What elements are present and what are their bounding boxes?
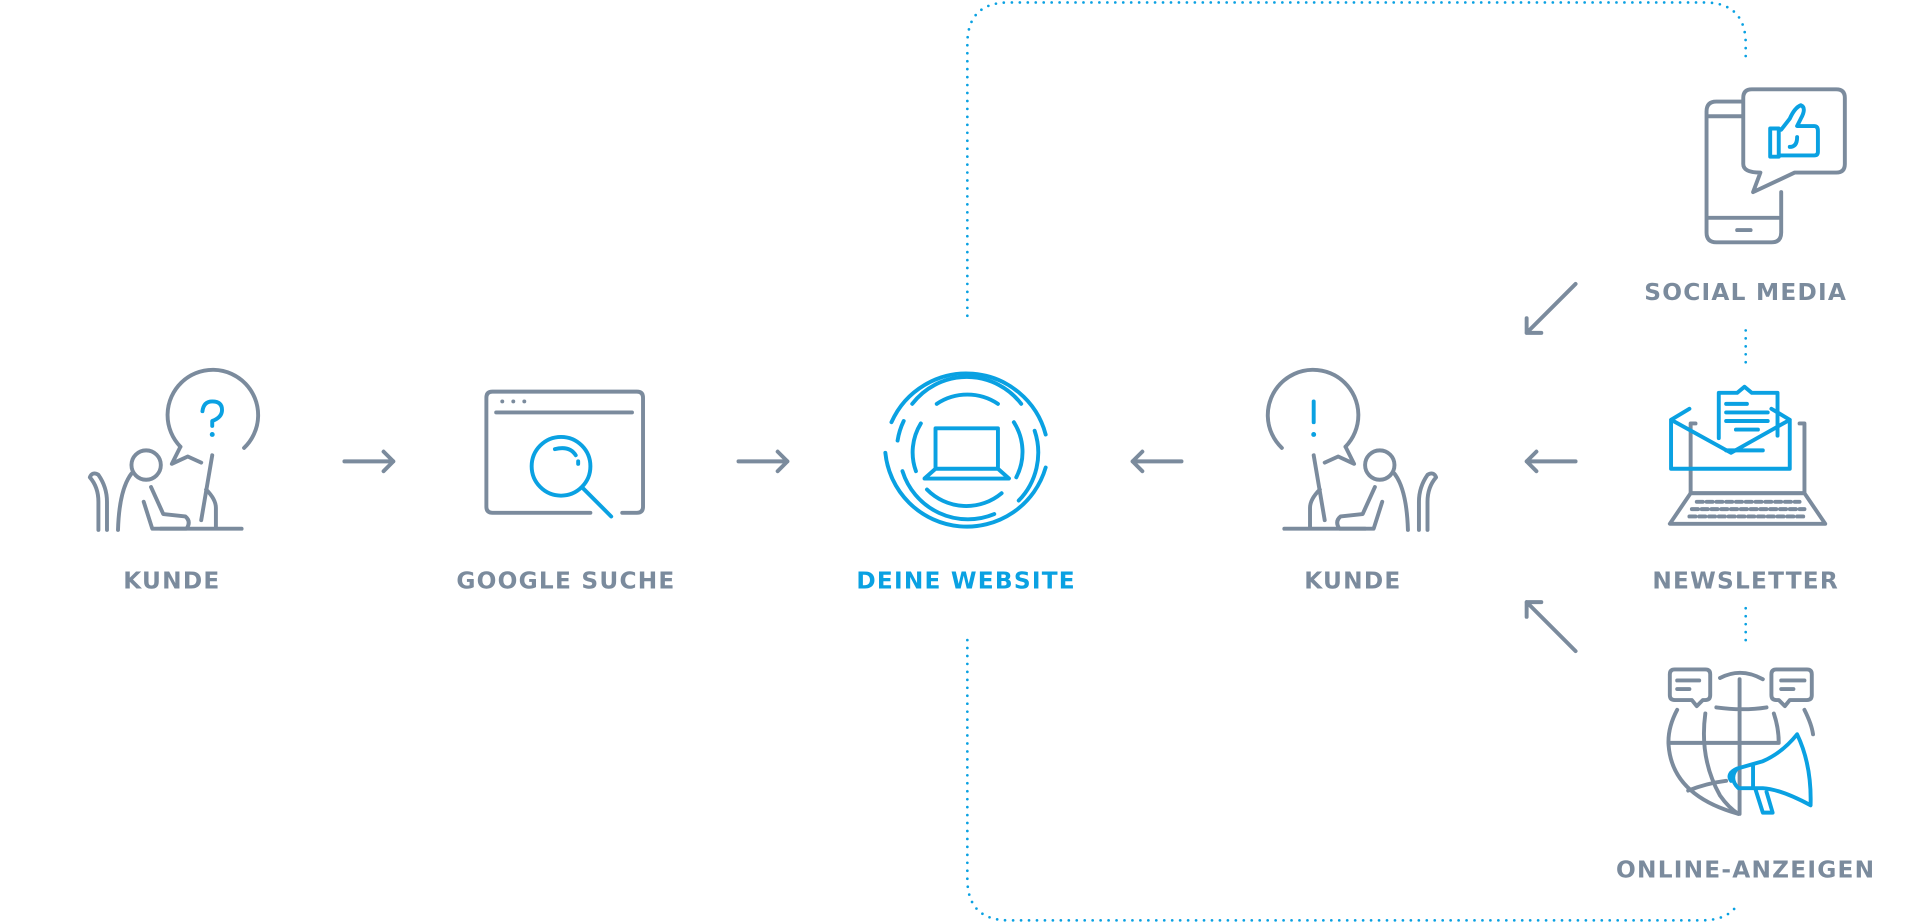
globe-megaphone-icon xyxy=(1666,667,1815,816)
newsletter-label: NEWSLETTER xyxy=(1652,568,1839,595)
dotted-loop-bottom xyxy=(965,638,1740,922)
browser-search-icon xyxy=(484,389,645,519)
laptop-mail-icon xyxy=(1667,384,1828,526)
customer-right-label: KUNDE xyxy=(1304,568,1401,595)
arrow-down-left-icon xyxy=(1524,281,1578,335)
website-label: DEINE WEBSITE xyxy=(856,568,1076,595)
social-media-label: SOCIAL MEDIA xyxy=(1644,279,1847,306)
customer-exclamation-icon xyxy=(1265,367,1439,532)
online-ads-label: ONLINE-ANZEIGEN xyxy=(1616,856,1875,883)
arrow-up-left-icon xyxy=(1524,600,1578,654)
customer-left-label: KUNDE xyxy=(123,568,220,595)
arrow-left-icon xyxy=(1524,449,1578,474)
arrow-right-icon xyxy=(736,449,790,474)
arrow-right-icon xyxy=(342,449,396,474)
arrow-left-icon xyxy=(1130,449,1184,474)
dotted-loop-top xyxy=(965,1,1748,318)
customer-question-icon xyxy=(87,367,261,532)
phone-like-icon xyxy=(1704,87,1847,245)
website-laptop-icon xyxy=(883,371,1048,529)
google-search-label: GOOGLE SUCHE xyxy=(456,568,675,595)
